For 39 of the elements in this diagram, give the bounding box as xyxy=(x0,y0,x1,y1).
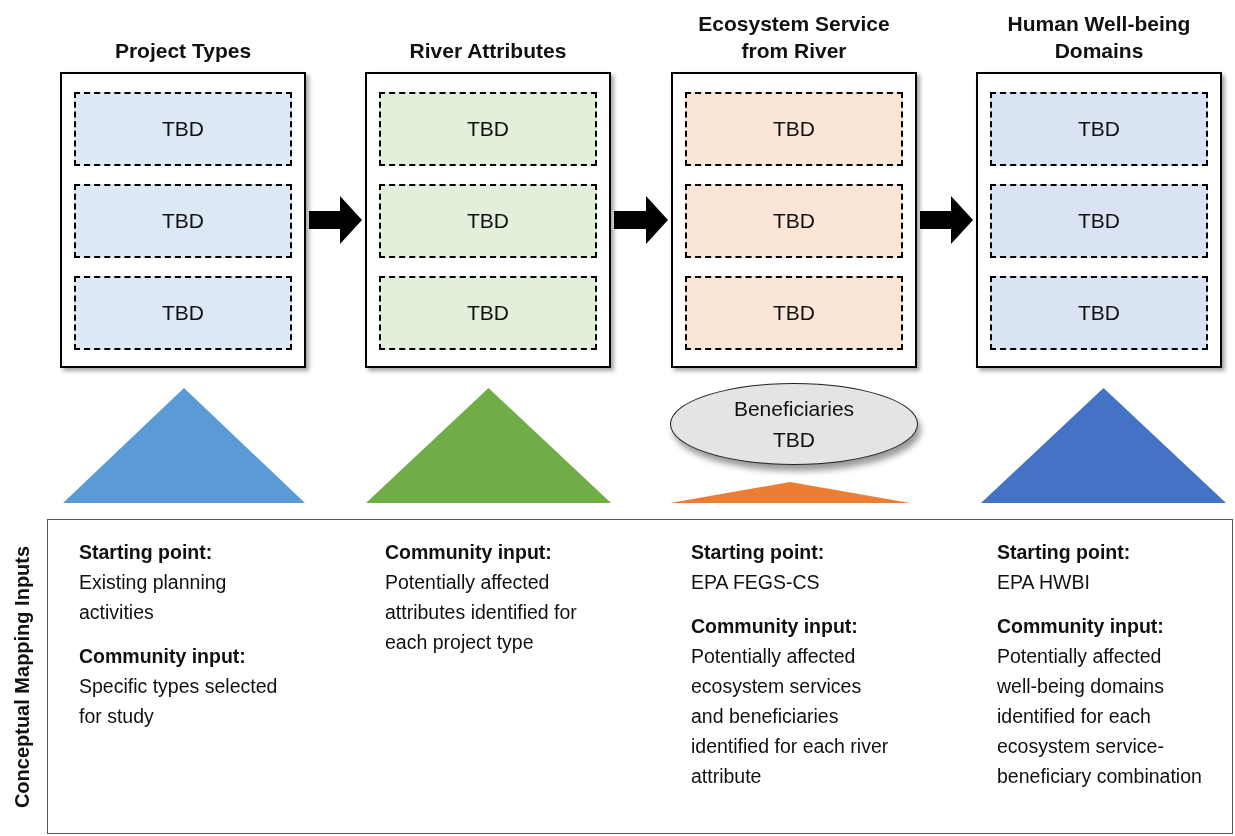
placeholder-box: TBD xyxy=(990,276,1208,350)
section-heading: Starting point: xyxy=(691,540,826,565)
triangle-shape xyxy=(366,388,611,503)
placeholder-box: TBD xyxy=(685,184,903,258)
body-text: Specific types selected for study xyxy=(79,674,279,729)
placeholder-box: TBD xyxy=(685,276,903,350)
column-heading: Human Well-being Domains xyxy=(1006,11,1192,64)
section-heading: Community input: xyxy=(997,614,1165,639)
body-text: Potentially affected well-being domains identified for each ecosystem service-beneficiary combination xyxy=(997,644,1203,789)
section-heading: Community input: xyxy=(385,540,553,565)
triangle-shape xyxy=(63,388,305,503)
column-heading: River Attributes xyxy=(409,38,567,64)
placeholder-box: TBD xyxy=(379,184,597,258)
column-heading: Ecosystem Service from River xyxy=(697,11,891,64)
section-heading: Starting point: xyxy=(997,540,1132,565)
body-text: Existing planning activities xyxy=(79,570,228,625)
placeholder-box: TBD xyxy=(990,92,1208,166)
body-text: EPA HWBI xyxy=(997,570,1091,595)
placeholder-box: TBD xyxy=(685,92,903,166)
section-heading: Starting point: xyxy=(79,540,214,565)
column-heading: Project Types xyxy=(114,38,252,64)
beneficiaries-ellipse: Beneficiaries TBD xyxy=(670,383,918,465)
section-heading: Community input: xyxy=(691,614,859,639)
body-text: Potentially affected ecosystem services and beneficiaries identified for each river attribute xyxy=(691,644,890,789)
block-arrow xyxy=(920,196,973,244)
placeholder-box: TBD xyxy=(379,276,597,350)
placeholder-box: TBD xyxy=(379,92,597,166)
block-arrow xyxy=(309,196,362,244)
triangle-shape xyxy=(981,388,1226,503)
triangle-shape xyxy=(670,482,910,503)
block-arrow xyxy=(614,196,668,244)
section-heading: Community input: xyxy=(79,644,247,669)
placeholder-box: TBD xyxy=(74,184,292,258)
placeholder-box: TBD xyxy=(74,92,292,166)
placeholder-box: TBD xyxy=(74,276,292,350)
body-text: EPA FEGS-CS xyxy=(691,570,821,595)
body-text: Potentially affected attributes identified for each project type xyxy=(385,570,578,655)
vertical-label: Conceptual Mapping Inputs xyxy=(10,545,34,809)
placeholder-box: TBD xyxy=(990,184,1208,258)
